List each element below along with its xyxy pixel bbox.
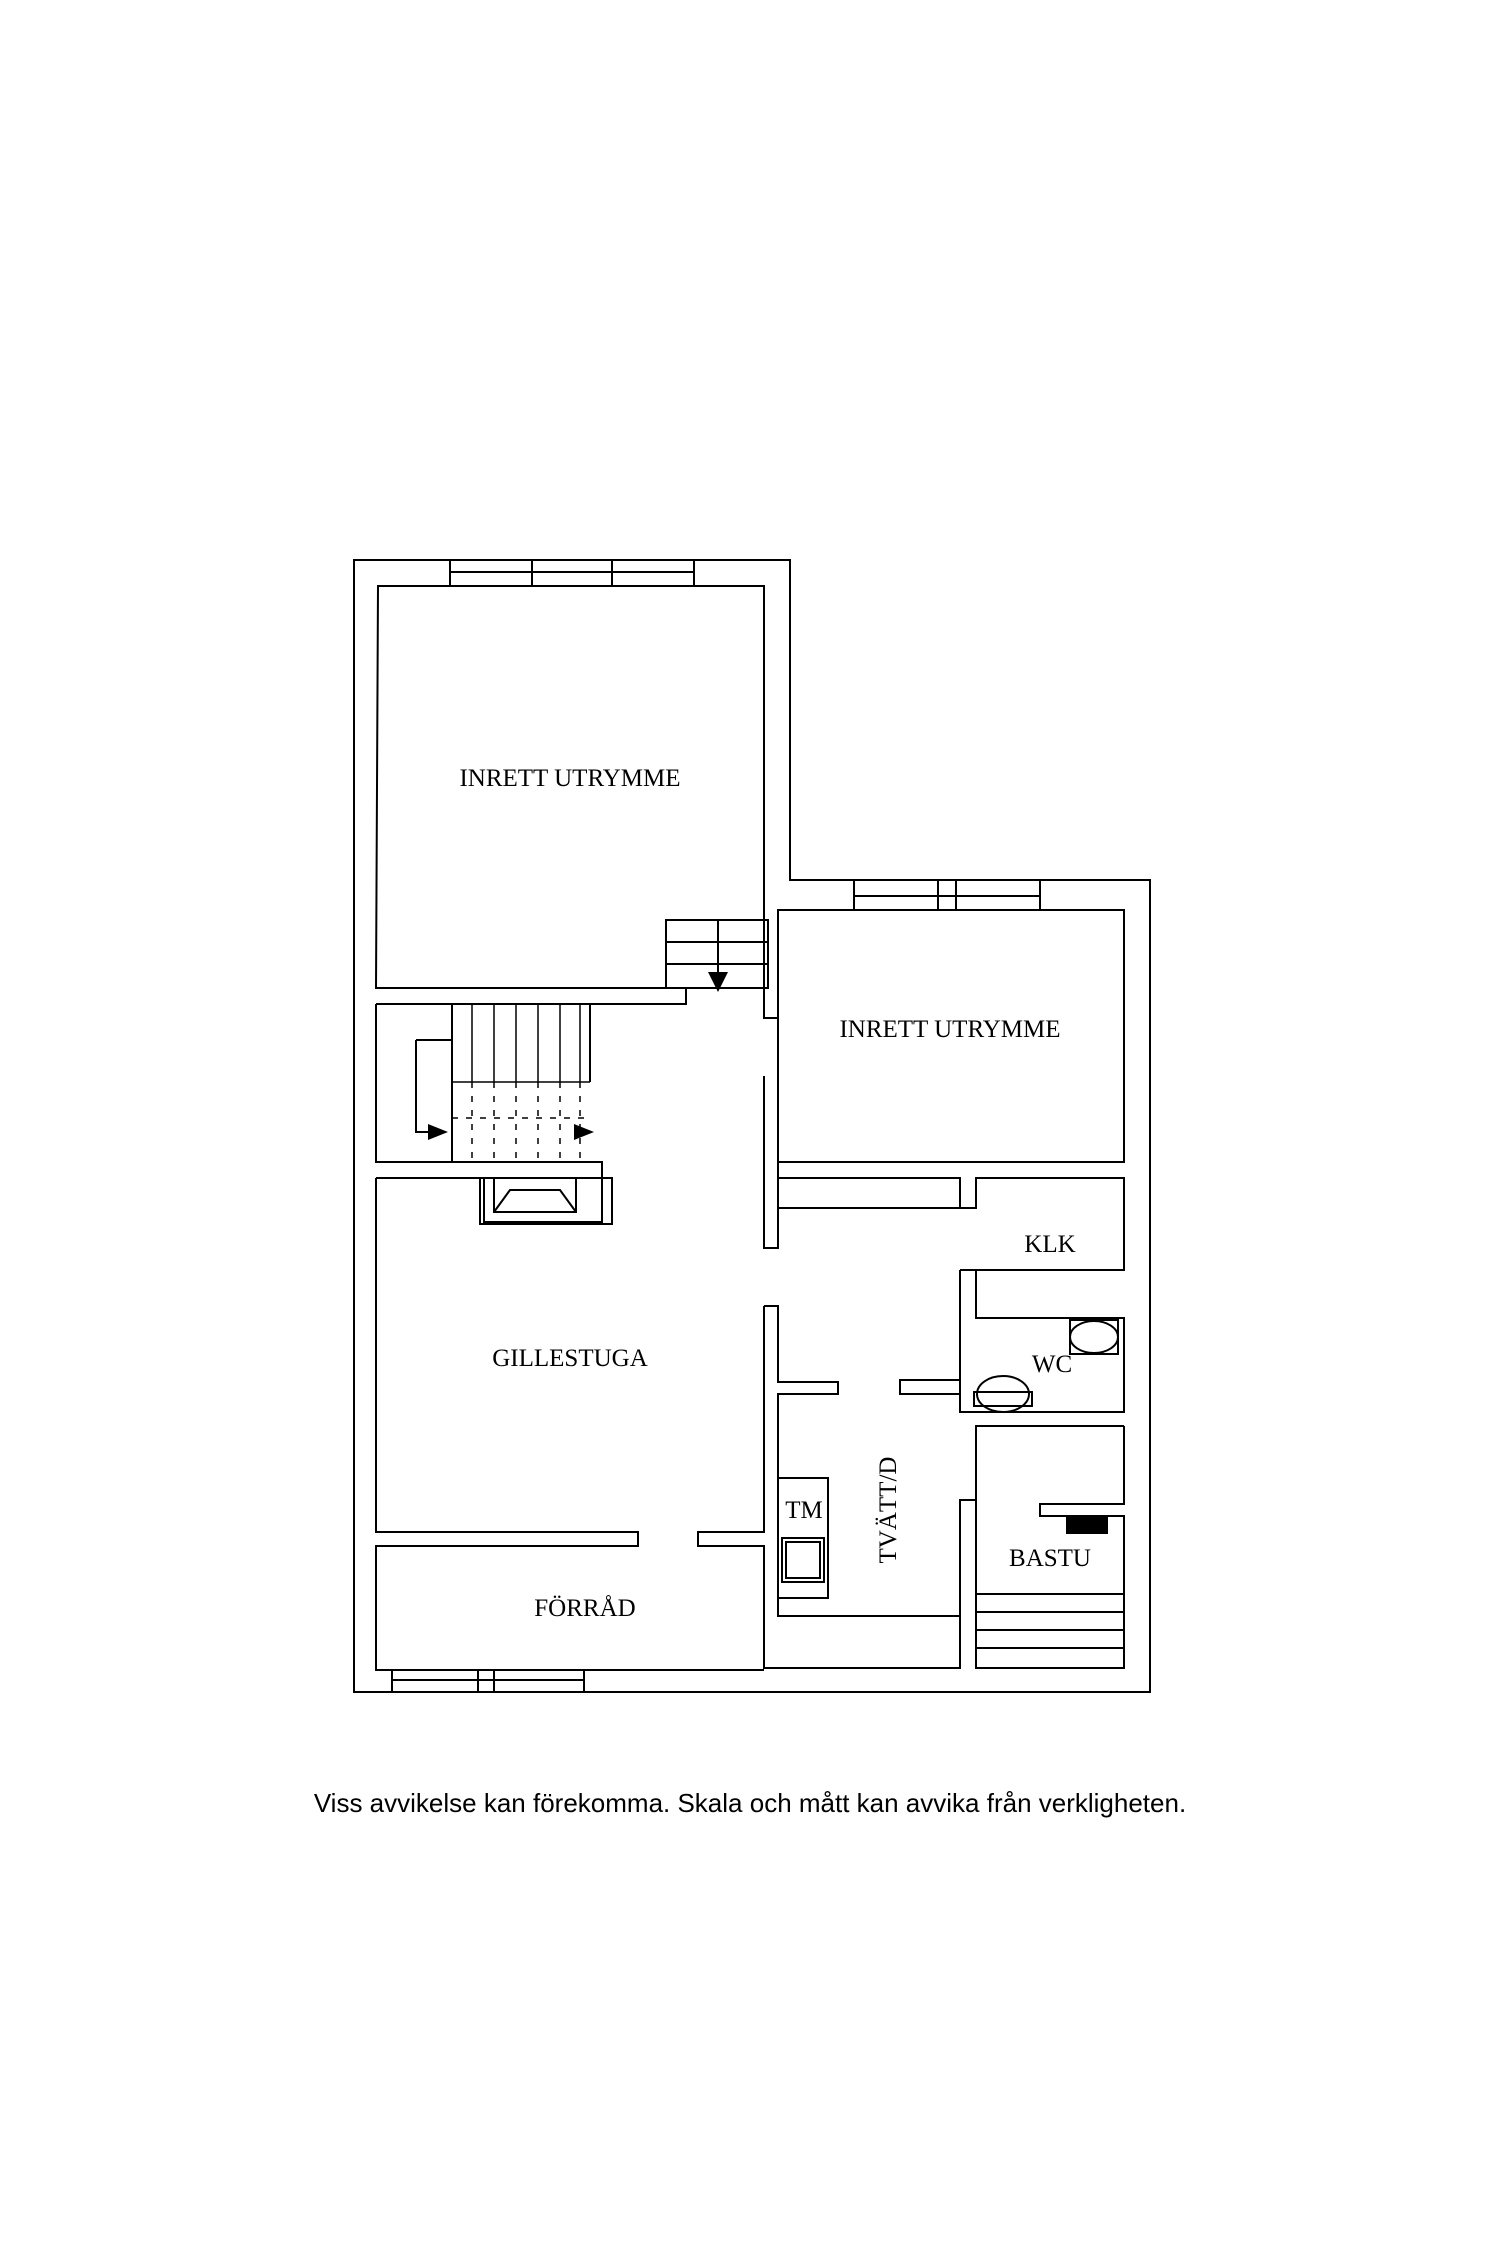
- disclaimer-text: Viss avvikelse kan förekomma. Skala och …: [313, 1788, 1187, 1818]
- toilet: [1069, 1319, 1119, 1355]
- sauna-bench: [976, 1593, 1124, 1649]
- label-gillestuga: GILLESTUGA: [492, 1345, 648, 1372]
- outer-wall: [353, 559, 1151, 1693]
- wall-stair-hall: [376, 988, 687, 1005]
- label-klk: KLK: [1024, 1231, 1075, 1258]
- stair-upper: [665, 919, 769, 989]
- label-tm: TM: [785, 1497, 823, 1524]
- sauna-heater: [1066, 1516, 1108, 1534]
- label-wc: WC: [1032, 1351, 1072, 1378]
- label-inrett-utrymme-upper-right: INRETT UTRYMME: [839, 1016, 1060, 1043]
- washbasin: [973, 1391, 1033, 1407]
- stair-arrow-down: [708, 972, 728, 992]
- label-forrad: FÖRRÅD: [534, 1595, 635, 1622]
- label-tvatt: TVÄTT/D: [875, 1457, 902, 1564]
- fireplace: [479, 1177, 613, 1225]
- label-inrett-utrymme-upper-left: INRETT UTRYMME: [459, 765, 680, 792]
- tm-counter: [777, 1477, 829, 1599]
- wall-room-upper-right: [777, 909, 1125, 1163]
- wall-laundry: [764, 1305, 961, 1669]
- window-top: [449, 560, 695, 586]
- window-bottom: [391, 1670, 585, 1692]
- stair-arrow-right-2: [574, 1124, 594, 1140]
- window-right-room: [853, 880, 1041, 910]
- stair-arrow-right-1: [428, 1124, 448, 1140]
- label-bastu: BASTU: [1009, 1545, 1091, 1572]
